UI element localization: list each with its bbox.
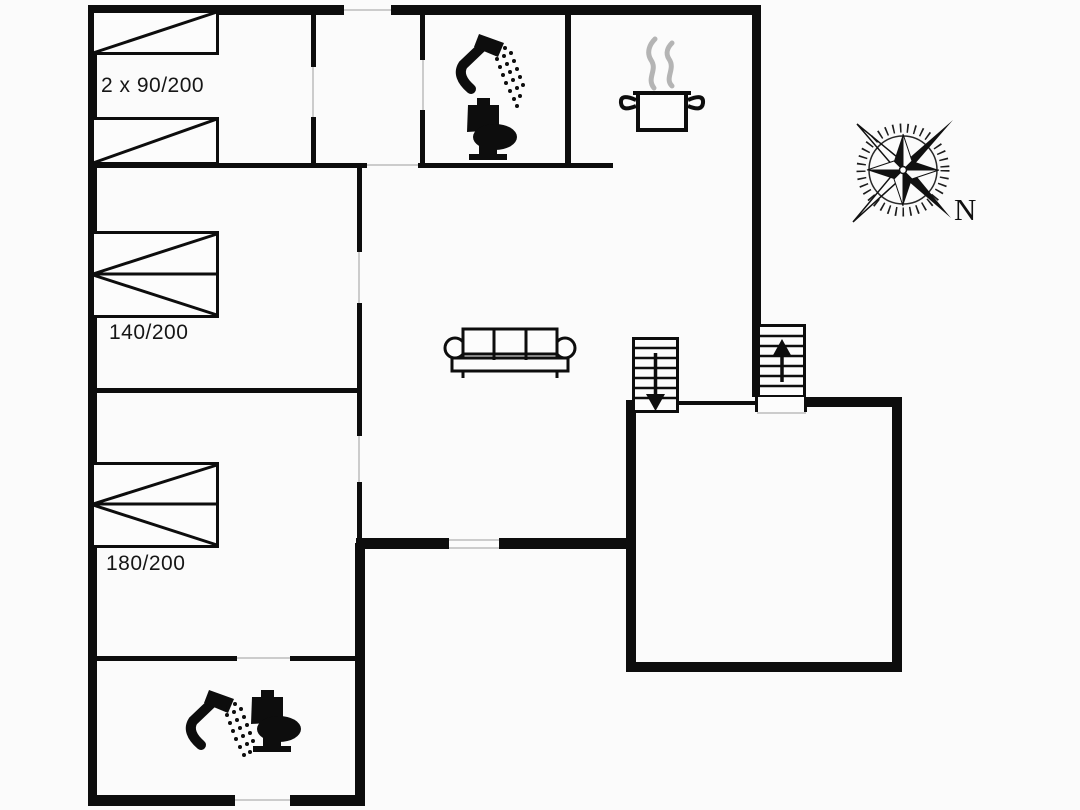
living-south-wall-1 [356,538,449,549]
wall-segment [420,15,425,60]
single-bed-icon [91,10,219,55]
door-opening [358,436,360,482]
toilet-icon [251,690,301,752]
sofa-icon [443,327,577,378]
bed-size-label: 180/200 [106,552,186,575]
shower-icon [455,34,525,108]
single-bed-icon [91,117,219,165]
terrace-door-opening [449,539,499,541]
wall-segment [357,303,362,436]
stair-landing [755,397,807,412]
double-bed-icon [91,462,219,548]
terrace-door-opening [449,547,499,549]
cooking-pot-icon [618,36,706,132]
shower-icon [185,690,255,757]
door-opening [422,60,424,110]
living-south-wall-2 [499,538,636,549]
door-opening [237,657,290,659]
exterior-wall-top-right [391,5,761,15]
bed-size-label: 140/200 [109,321,189,344]
compass-rose-icon [852,120,953,223]
door-opening [757,412,806,414]
exterior-wall-left [88,5,97,806]
wall-segment [290,656,357,661]
window-opening [235,799,290,801]
compass-north-label: N [954,192,977,227]
stairs-down-icon [632,337,679,413]
bed-size-label: 2 x 90/200 [101,74,205,97]
door-opening [367,164,418,166]
wall-segment [357,165,362,252]
wall-segment [92,656,237,661]
exterior-wall-bottom-2 [290,795,365,806]
exterior-wall-bedwing-east [355,543,365,806]
toilet-icon [467,98,517,160]
wall-segment [92,388,362,393]
window-opening [344,9,391,11]
annex-wall-top [805,397,902,407]
exterior-wall-right-upper [752,5,761,397]
exterior-wall-bottom-1 [88,795,235,806]
stairs-up-icon [757,324,806,398]
wall-segment [420,110,425,165]
annex-wall-left [626,400,636,672]
wall-segment [418,163,613,168]
door-opening [358,252,360,303]
annex-wall-right [892,397,902,672]
double-bed-icon [91,231,219,318]
wall-segment [311,15,316,67]
wall-segment [92,163,367,168]
wall-segment [357,482,362,543]
door-opening [312,67,314,117]
wall-segment [311,117,316,165]
annex-wall-bottom [626,662,902,672]
wall-segment [565,15,571,167]
wall-segment [678,401,757,405]
